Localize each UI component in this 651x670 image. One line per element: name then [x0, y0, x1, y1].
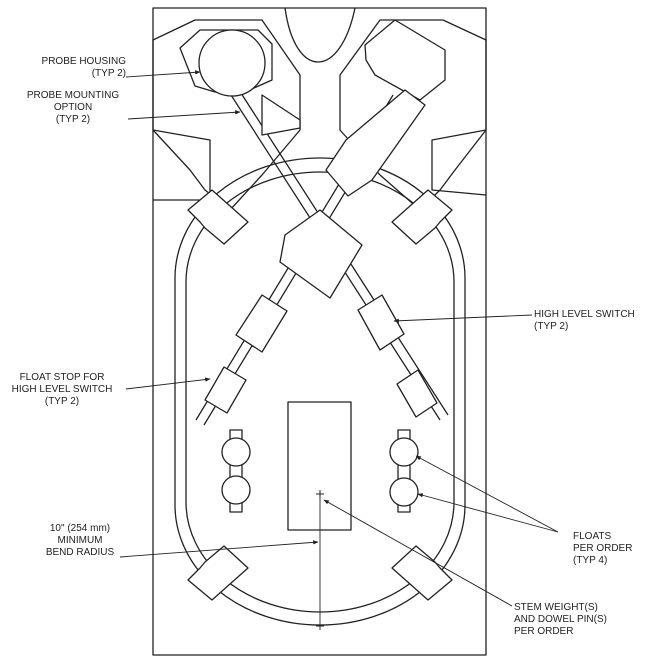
leader-probe-mounting [127, 110, 241, 120]
leader-bend-radius [119, 540, 319, 558]
label-line: (TYP 2) [55, 114, 91, 125]
left-float-stem [229, 429, 243, 513]
label-line: FLOAT STOP FOR [19, 372, 105, 383]
label-line: HIGH LEVEL SWITCH [11, 384, 113, 395]
clip-bottom-left [187, 545, 249, 601]
left-probe-mount [261, 94, 301, 136]
label-line: OPTION [53, 102, 93, 113]
label-floats: FLOATS PER ORDER (TYP 4) [573, 531, 632, 567]
left-float-lower [221, 475, 251, 505]
label-line: PER ORDER [573, 543, 633, 554]
mounting-plate-outline [152, 7, 487, 656]
label-line: HIGH LEVEL SWITCH [534, 309, 635, 320]
leader-float-upper [415, 455, 559, 533]
label-line: BEND RADIUS [45, 547, 115, 558]
high-level-switch [357, 294, 405, 351]
leader-stem-weight [323, 499, 513, 607]
dowel-pin-mark [316, 490, 324, 627]
clip-top-right [391, 189, 453, 245]
leader-float-stop [125, 377, 211, 390]
right-side-notch [431, 129, 487, 196]
label-line: MINIMUM [57, 535, 103, 546]
clip-top-left [187, 189, 249, 245]
label-line: PROBE MOUNTING [26, 90, 120, 101]
right-float-stop [396, 369, 438, 418]
label-line: 10" (254 mm) [49, 523, 111, 534]
left-side-notch [152, 129, 211, 201]
right-probe-housing [364, 19, 446, 101]
label-line: (TYP 4) [573, 555, 608, 566]
label-line: PROBE HOUSING [41, 56, 126, 67]
left-probe-housing [198, 29, 266, 97]
clip-bottom-right [391, 545, 453, 601]
left-stem-sleeve [235, 294, 288, 353]
right-bracket-arm [339, 19, 487, 211]
label-line: AND DOWEL PIN(S) [514, 614, 607, 625]
leader-probe-housing [125, 70, 201, 78]
label-probe-housing: PROBE HOUSING (TYP 2) [20, 56, 126, 80]
label-line: PER ORDER [514, 626, 574, 637]
label-high-level-switch: HIGH LEVEL SWITCH (TYP 2) [534, 309, 635, 333]
left-float-stop [204, 366, 247, 414]
left-float-upper [221, 437, 251, 467]
top-notch [284, 7, 356, 63]
label-float-stop: FLOAT STOP FOR HIGH LEVEL SWITCH (TYP 2) [6, 372, 118, 408]
leader-float-lower [417, 493, 559, 533]
left-bracket-arm [152, 19, 301, 211]
right-float-lower [389, 477, 419, 507]
right-float-upper [389, 437, 419, 467]
right-probe-mount [325, 89, 426, 197]
label-line: STEM WEIGHT(S) [514, 602, 598, 613]
stem-weight [287, 401, 352, 531]
right-float-stem [397, 429, 411, 513]
label-stem-weight: STEM WEIGHT(S) AND DOWEL PIN(S) PER ORDE… [514, 602, 607, 638]
junction-block [279, 209, 363, 299]
leader-high-level-switch [393, 314, 533, 323]
label-line: FLOATS [573, 531, 612, 542]
label-line: (TYP 2) [44, 396, 80, 407]
label-probe-mounting: PROBE MOUNTING OPTION (TYP 2) [20, 90, 126, 126]
label-bend-radius: 10" (254 mm) MINIMUM BEND RADIUS [40, 523, 120, 559]
label-line: (TYP 2) [534, 321, 569, 332]
cable-guide-inner [185, 171, 455, 613]
label-line: (TYP 2) [91, 68, 126, 79]
cable-guide-outer [174, 157, 466, 626]
